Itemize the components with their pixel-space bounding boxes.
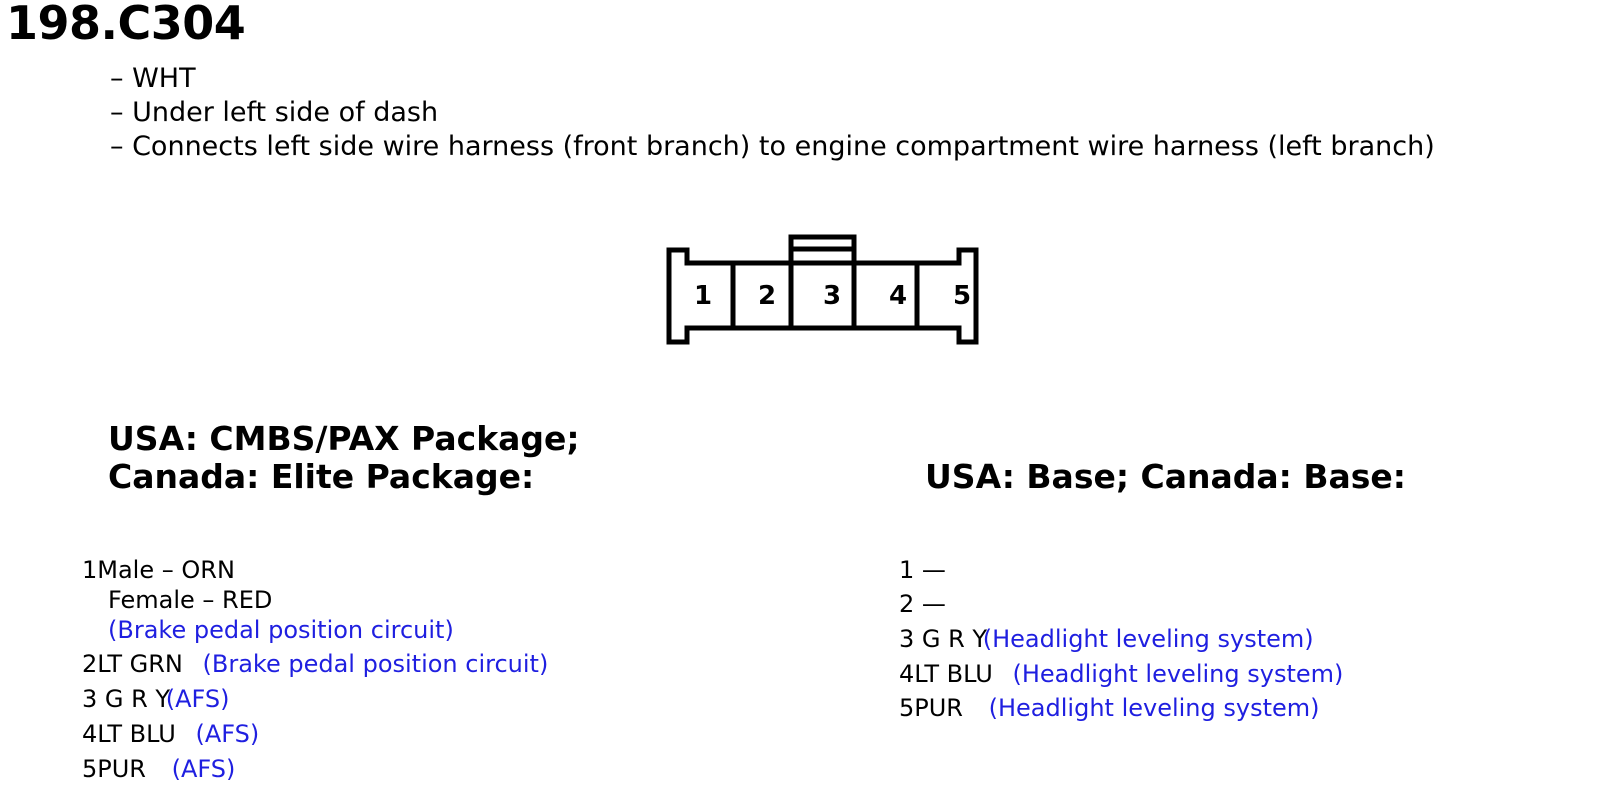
- wire-color: 2 —: [899, 590, 946, 618]
- wire-color: 1 —: [899, 556, 946, 584]
- circuit-link[interactable]: (Headlight leveling system): [982, 625, 1314, 653]
- wire-color: Female – RED: [108, 586, 273, 614]
- circuit-link[interactable]: (AFS): [195, 720, 260, 748]
- connector-connection: – Connects left side wire harness (front…: [110, 131, 1435, 162]
- left-row-pin2: 2LT GRN (Brake pedal position circuit): [82, 649, 548, 679]
- left-section-heading-line1: USA: CMBS/PAX Package;: [108, 419, 580, 458]
- wire-color: 1Male – ORN: [82, 556, 235, 584]
- right-section-heading: USA: Base; Canada: Base:: [925, 457, 1406, 496]
- wire-color: 2LT GRN: [82, 650, 183, 678]
- left-row-pin1-circuit: (Brake pedal position circuit): [108, 615, 454, 645]
- connector-color: – WHT: [110, 63, 196, 94]
- left-section-heading-line2: Canada: Elite Package:: [108, 457, 535, 496]
- pin-2-label: 2: [758, 281, 776, 311]
- left-row-pin4: 4LT BLU (AFS): [82, 719, 259, 749]
- right-row-pin2: 2 —: [899, 589, 946, 619]
- circuit-link[interactable]: (Headlight leveling system): [988, 694, 1320, 722]
- connector-location: – Under left side of dash: [110, 97, 439, 128]
- left-row-pin1: 1Male – ORN: [82, 555, 235, 585]
- left-row-pin1-female: Female – RED: [108, 585, 272, 615]
- page-title: 198.C304: [6, 0, 246, 50]
- wire-color: 3 G R Y: [82, 685, 171, 713]
- right-row-pin5: 5PUR (Headlight leveling system): [899, 693, 1320, 723]
- left-row-pin5: 5PUR (AFS): [82, 754, 235, 784]
- pin-4-label: 4: [889, 281, 907, 311]
- circuit-link[interactable]: (Brake pedal position circuit): [108, 616, 454, 644]
- connector-outline: [666, 247, 979, 345]
- right-row-pin3: 3 G R Y (Headlight leveling system): [899, 624, 1314, 654]
- wire-color: 5PUR: [82, 755, 146, 783]
- circuit-link[interactable]: (Headlight leveling system): [1012, 660, 1344, 688]
- right-row-pin4: 4LT BLU (Headlight leveling system): [899, 659, 1343, 689]
- pin-5-label: 5: [953, 281, 971, 311]
- circuit-link[interactable]: (Brake pedal position circuit): [202, 650, 549, 678]
- right-row-pin1: 1 —: [899, 555, 946, 585]
- wire-color: 3 G R Y: [899, 625, 988, 653]
- circuit-link[interactable]: (AFS): [171, 755, 236, 783]
- pin-3-label: 3: [823, 281, 841, 311]
- wire-color: 4LT BLU: [899, 660, 993, 688]
- wire-color: 4LT BLU: [82, 720, 176, 748]
- wire-color: 5PUR: [899, 694, 963, 722]
- left-row-pin3: 3 G R Y (AFS): [82, 684, 230, 714]
- pin-1-label: 1: [694, 281, 712, 311]
- circuit-link[interactable]: (AFS): [165, 685, 230, 713]
